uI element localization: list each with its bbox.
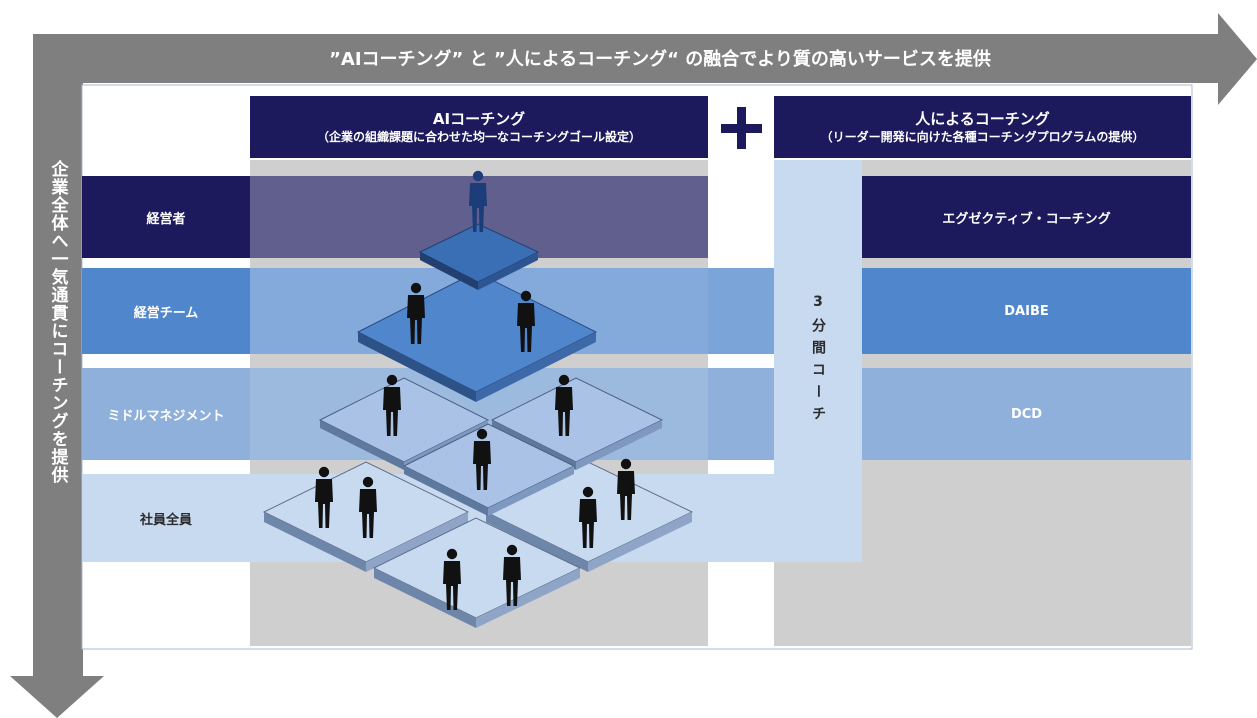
program-executive-coaching: エグゼクティブ・コーチング bbox=[862, 176, 1191, 258]
ai-coaching-subtitle: （企業の組織課題に合わせた均一なコーチングゴール設定） bbox=[316, 129, 641, 144]
tile-top bbox=[418, 223, 540, 290]
plus-icon bbox=[721, 107, 762, 149]
banner-text: ”AIコーチング” と ”人によるコーチング“ の融合でより質の高いサービスを提… bbox=[329, 49, 991, 70]
human-coaching-header: 人によるコーチング （リーダー開発に向けた各種コーチングプログラムの提供） bbox=[774, 96, 1191, 158]
program-daibe: DAIBE bbox=[862, 268, 1191, 354]
ai-coaching-header: AIコーチング （企業の組織課題に合わせた均一なコーチングゴール設定） bbox=[250, 96, 708, 158]
row-label-executive: 経営者 bbox=[146, 211, 186, 227]
gap-row4 bbox=[708, 474, 774, 562]
three-minute-coach: 3分間コーチ bbox=[774, 160, 862, 562]
row-label-exec-team: 経営チーム bbox=[133, 305, 199, 321]
gap-row3 bbox=[708, 368, 774, 460]
gap-row1 bbox=[708, 176, 774, 258]
row-band-executive bbox=[82, 176, 708, 258]
row-label-middle: ミドルマネジメント bbox=[107, 408, 225, 424]
row-label-all: 社員全員 bbox=[139, 512, 192, 528]
horizontal-arrow-shape bbox=[33, 13, 1257, 105]
person-icon bbox=[469, 170, 487, 232]
ai-coaching-title: AIコーチング bbox=[432, 109, 526, 128]
human-coaching-title: 人によるコーチング bbox=[915, 109, 1050, 128]
gap-row2 bbox=[708, 268, 774, 354]
tiles-middle bbox=[318, 377, 664, 516]
program-dcd: DCD bbox=[862, 368, 1191, 460]
vertical-arrow-shape bbox=[10, 34, 104, 718]
side-banner-text: 企業全体へ一気通貫にコーチングを提供 bbox=[47, 160, 68, 484]
human-coaching-subtitle: （リーダー開発に向けた各種コーチングプログラムの提供） bbox=[820, 129, 1145, 144]
